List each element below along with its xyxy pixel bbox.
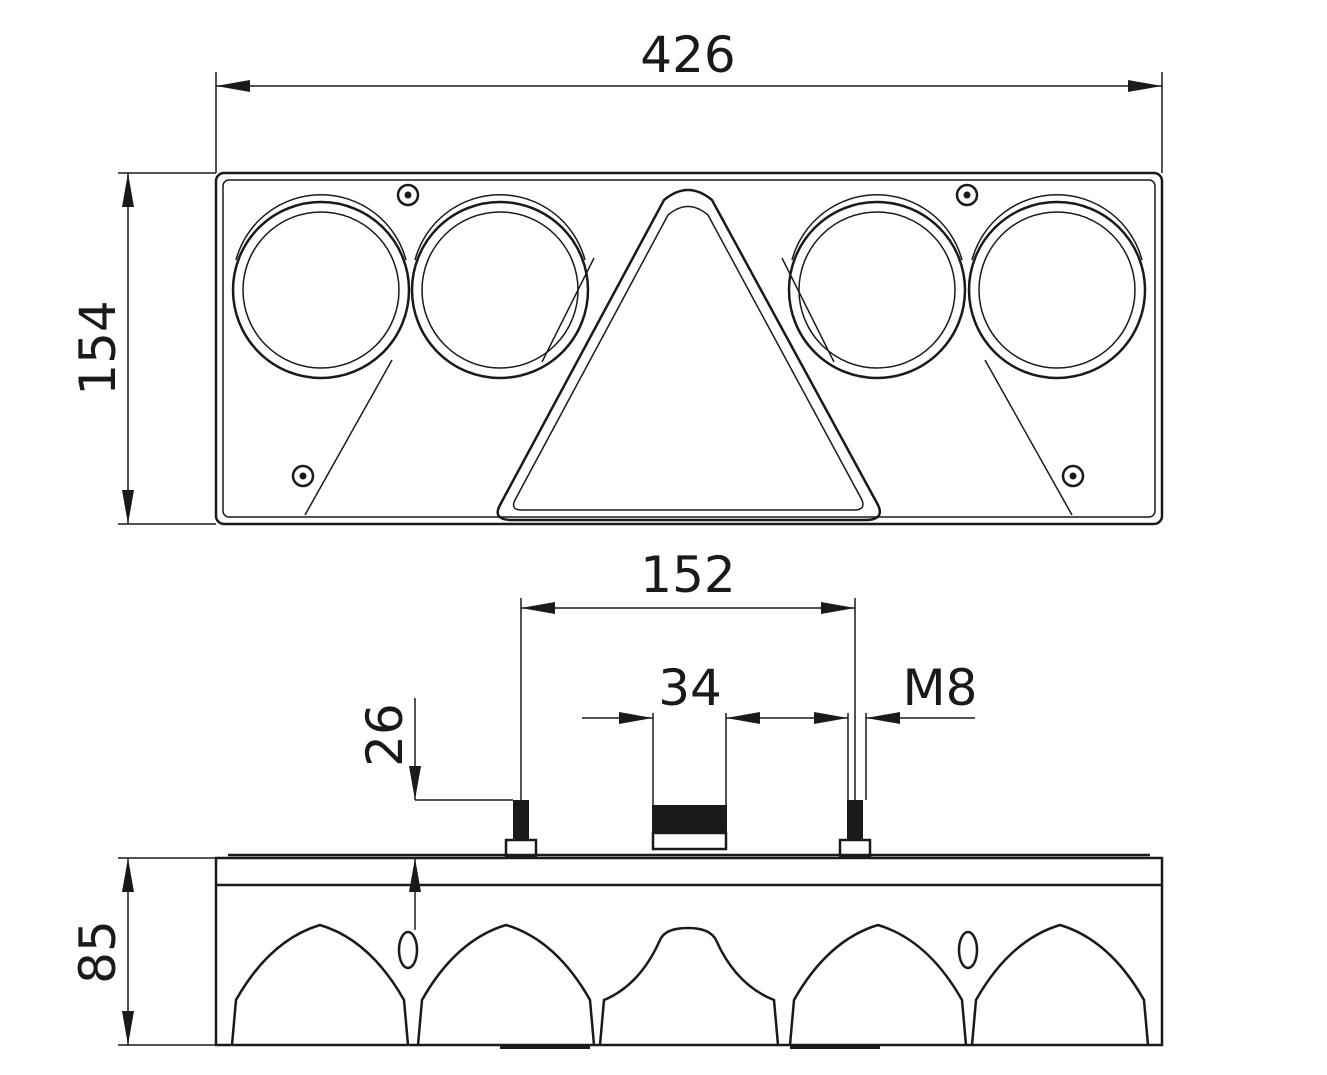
lamp-4 bbox=[967, 194, 1147, 380]
bolt-length-label: 26 bbox=[356, 703, 414, 767]
depth-label: 85 bbox=[69, 920, 127, 984]
dimension-width: 426 bbox=[215, 26, 1163, 173]
side-view bbox=[214, 800, 1164, 1049]
dimension-depth: 85 bbox=[69, 857, 216, 1046]
connector bbox=[651, 805, 728, 851]
bolt-spacing-label: 152 bbox=[640, 546, 735, 604]
dimension-thread: M8 bbox=[847, 659, 978, 800]
bolt-left bbox=[504, 800, 538, 858]
lamp-2 bbox=[410, 194, 590, 380]
dimension-connector: 34 bbox=[582, 659, 848, 805]
dimension-bolt-spacing: 152 bbox=[520, 546, 856, 800]
thread-label: M8 bbox=[903, 659, 978, 717]
lens-profiles bbox=[230, 923, 1150, 1049]
width-label: 426 bbox=[640, 26, 735, 84]
bolt-right bbox=[838, 800, 872, 858]
front-view bbox=[214, 171, 1164, 526]
reflector-triangle bbox=[496, 188, 882, 522]
screws bbox=[291, 183, 1085, 488]
lamp-circles bbox=[231, 194, 1147, 380]
connector-width-label: 34 bbox=[658, 659, 722, 717]
height-label: 154 bbox=[69, 300, 127, 395]
lamp-1 bbox=[231, 194, 411, 380]
dimension-bolt-length: 26 bbox=[356, 698, 513, 930]
lamp-3 bbox=[787, 194, 967, 380]
dimension-height: 154 bbox=[69, 172, 216, 525]
